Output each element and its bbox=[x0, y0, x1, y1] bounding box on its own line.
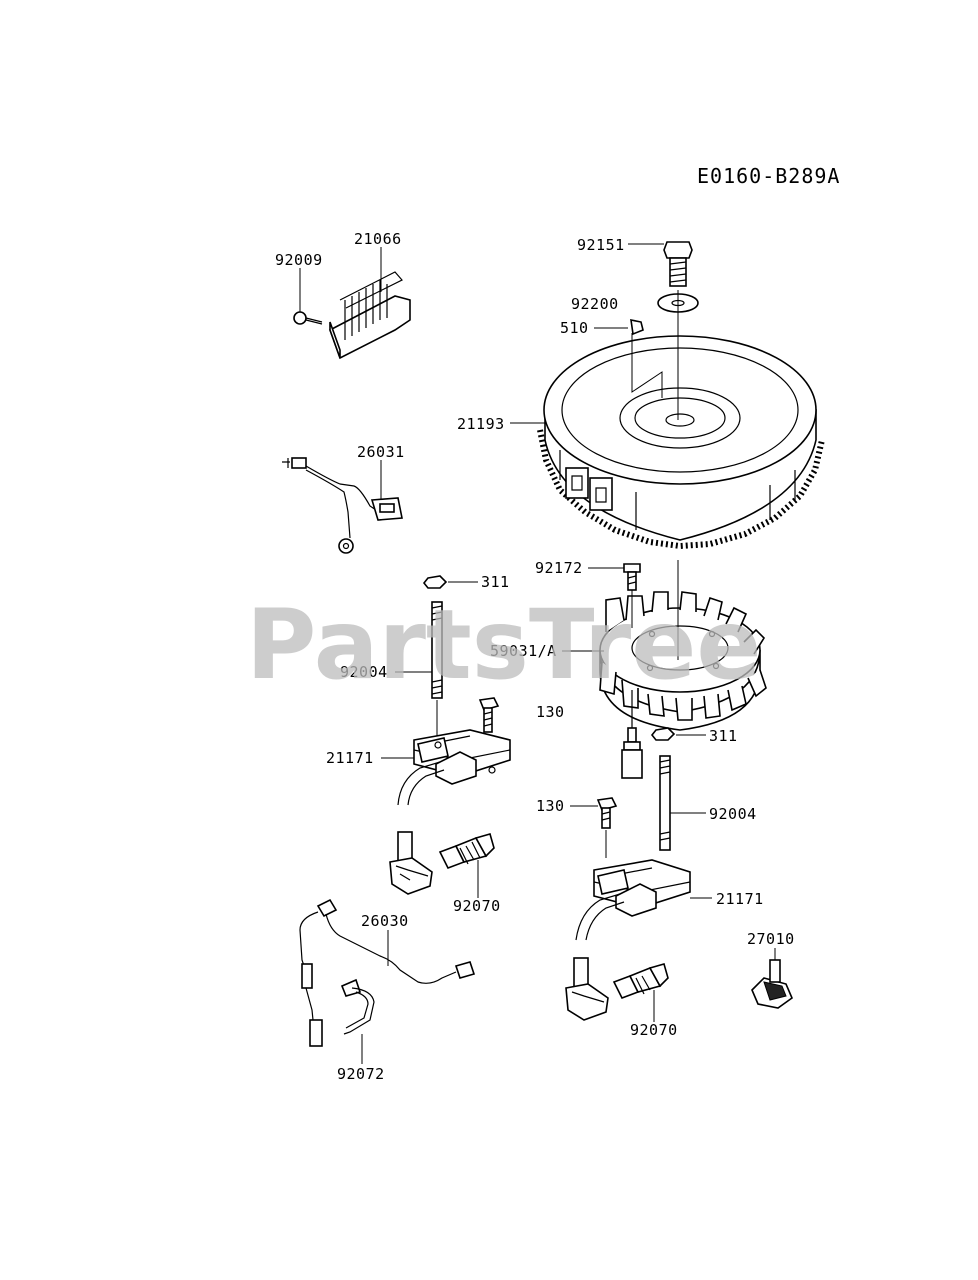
flywheel[interactable] bbox=[537, 335, 825, 550]
stud-92004-left[interactable] bbox=[431, 601, 443, 699]
label-27010: 27010 bbox=[747, 930, 795, 948]
diagram-code: E0160-B289A bbox=[697, 164, 840, 188]
label-92070-right: 92070 bbox=[630, 1021, 678, 1039]
label-92004-left: 92004 bbox=[340, 663, 388, 681]
label-92200: 92200 bbox=[571, 295, 619, 313]
spark-plug-cap-left[interactable] bbox=[389, 831, 433, 895]
label-130-top: 130 bbox=[536, 703, 565, 721]
label-311-left: 311 bbox=[481, 573, 510, 591]
label-21171-right: 21171 bbox=[716, 890, 764, 908]
nut-311-right[interactable] bbox=[650, 727, 676, 741]
bolt-130-left[interactable] bbox=[478, 697, 500, 733]
spark-plug-left[interactable] bbox=[438, 833, 495, 870]
flywheel-bolt[interactable] bbox=[663, 241, 693, 287]
stator-screw[interactable] bbox=[623, 563, 641, 591]
spark-plug-right[interactable] bbox=[612, 963, 669, 1000]
label-26030: 26030 bbox=[361, 912, 409, 930]
label-311-right: 311 bbox=[709, 727, 738, 745]
label-92072: 92072 bbox=[337, 1065, 385, 1083]
nut-311-left[interactable] bbox=[422, 575, 448, 589]
oil-pressure-switch[interactable] bbox=[751, 959, 793, 1009]
stator[interactable] bbox=[599, 591, 767, 731]
ignition-coil-right[interactable] bbox=[575, 859, 691, 941]
label-92009: 92009 bbox=[275, 251, 323, 269]
ground-wire-26031[interactable] bbox=[282, 457, 403, 554]
wire-harness-26030[interactable] bbox=[299, 898, 476, 1047]
label-21193: 21193 bbox=[457, 415, 505, 433]
label-510: 510 bbox=[560, 319, 589, 337]
label-130-right: 130 bbox=[536, 797, 565, 815]
label-92172: 92172 bbox=[535, 559, 583, 577]
stator-lead-connector[interactable] bbox=[621, 690, 643, 779]
wire-92072[interactable] bbox=[340, 978, 375, 1035]
label-26031: 26031 bbox=[357, 443, 405, 461]
ignition-coil-left[interactable] bbox=[397, 729, 511, 806]
label-92070-left: 92070 bbox=[453, 897, 501, 915]
label-21171-left: 21171 bbox=[326, 749, 374, 767]
label-92004-right: 92004 bbox=[709, 805, 757, 823]
spark-plug-cap-right[interactable] bbox=[565, 957, 609, 1021]
label-59031-a: 59031/A bbox=[490, 642, 557, 660]
stud-92004-right[interactable] bbox=[659, 755, 671, 851]
label-92151: 92151 bbox=[577, 236, 625, 254]
flywheel-key[interactable] bbox=[630, 318, 644, 336]
bolt-130-right[interactable] bbox=[596, 797, 618, 829]
label-21066: 21066 bbox=[354, 230, 402, 248]
regulator-bolt[interactable] bbox=[293, 311, 323, 325]
watermark: PartsTree bbox=[246, 589, 761, 701]
regulator[interactable] bbox=[329, 271, 411, 360]
